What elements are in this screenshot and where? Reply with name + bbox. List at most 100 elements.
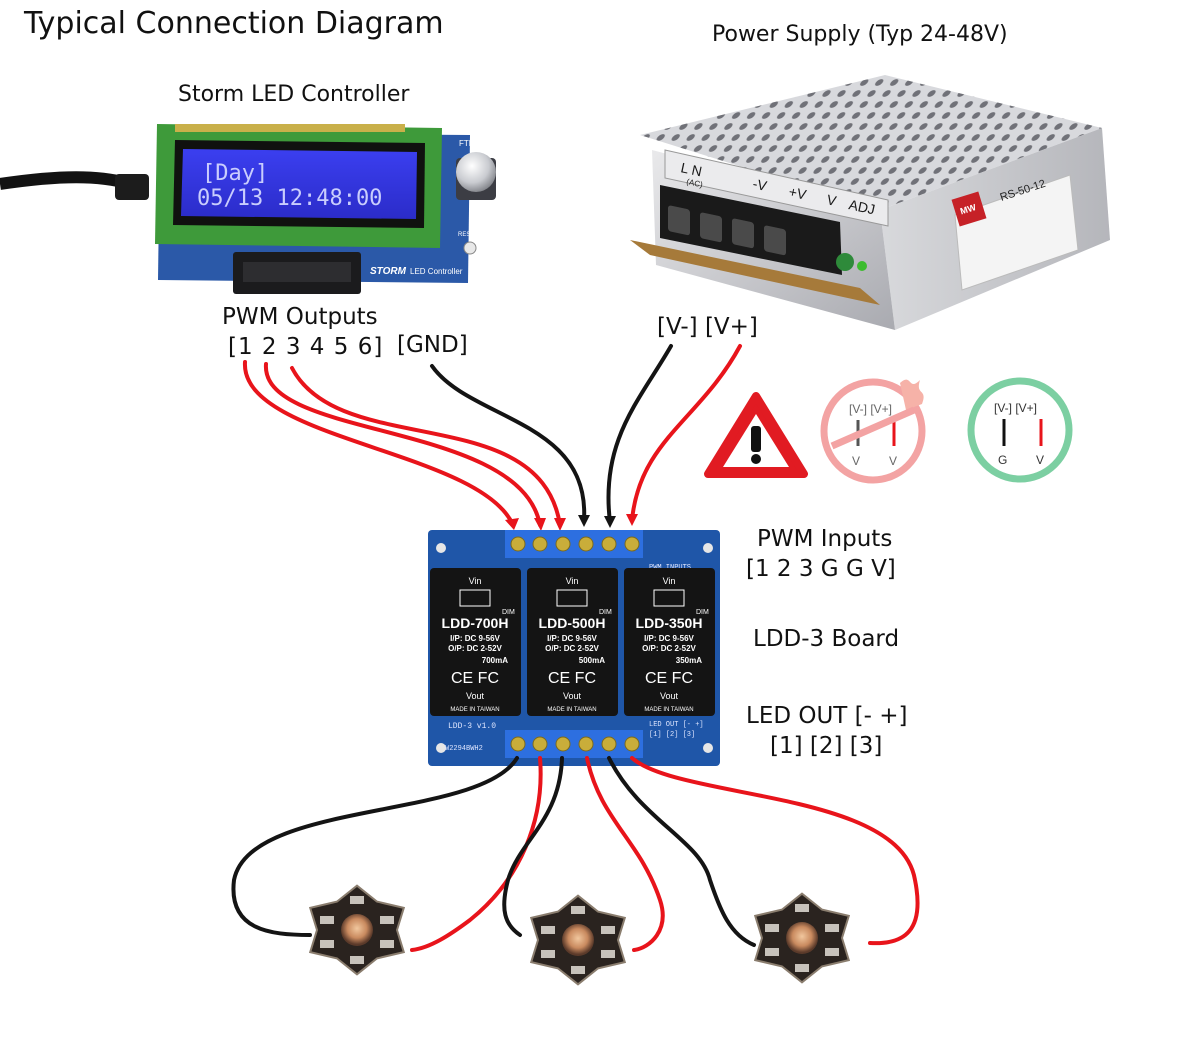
arrow-pwm-3 [554, 518, 566, 531]
led-star-3 [753, 892, 851, 984]
storm-led-controller: [Day] 05/13 12:48:00 FTDI RESET STORM LE… [0, 124, 496, 294]
ce-fc-mark-icon: CE FC [548, 670, 596, 687]
driver-model: LDD-700H [442, 615, 509, 631]
pcb-serial: W2294BWH2 [445, 745, 483, 753]
pcb-led-nums: [1] [2] [3] [649, 731, 695, 739]
wrong-bottom-right: V [889, 454, 897, 468]
led-stars [308, 884, 851, 986]
wire-led3-pos [630, 756, 920, 946]
driver-made-label: MADE IN TAIWAN [450, 707, 499, 713]
driver-vin-label: Vin [566, 576, 579, 586]
dc-power-cable [0, 171, 132, 190]
driver-current: 500mA [579, 656, 605, 665]
arrow-psu-neg [604, 516, 616, 528]
wrong-wiring-sign: [V-] [V+] V V [820, 378, 926, 484]
pwm-outputs-label: PWM Outputs [222, 304, 378, 330]
ftdi-label: FTDI [459, 139, 477, 148]
storm-brand: STORM [370, 266, 407, 277]
psu-brand: MW [959, 202, 978, 216]
dc-plug [115, 174, 149, 200]
driver-output-spec: O/P: DC 2-52V [545, 644, 599, 653]
driver-vin-label: Vin [469, 576, 482, 586]
wire-led1-neg [231, 756, 519, 937]
power-supply-unit: MW RS-50-12 L N (AC) -V +V V ADJ [630, 75, 1110, 330]
lcd-line-2: 05/13 12:48:00 [197, 186, 382, 211]
wire-led3-neg [607, 756, 756, 947]
meanwell-logo-icon [459, 589, 491, 607]
led-out-numbers: [1] [2] [3] [770, 733, 883, 759]
ce-fc-mark-icon: CE FC [645, 670, 693, 687]
reset-label: RESET [458, 232, 478, 238]
arrow-pwm-2 [534, 518, 546, 531]
driver-vout-label: Vout [660, 691, 679, 701]
pcb-version: LDD-3 v1.0 [448, 722, 496, 731]
board-name-label: LDD-3 Board [753, 626, 900, 652]
correct-wiring-sign: [V-] [V+] G V [967, 377, 1073, 483]
prohibited-slash [830, 406, 916, 450]
psu-terminal-texts: L N (AC) -V +V V ADJ [679, 159, 876, 217]
pwm-inputs-numbers: [1 2 3 G G V] [746, 556, 896, 582]
psu-terminal-adj: ADJ [847, 196, 876, 217]
wire-led2-pos [585, 756, 665, 952]
controller-title: Storm LED Controller [178, 82, 410, 107]
lcd-screen [181, 149, 417, 219]
encoder-knob [456, 152, 496, 192]
psu-terminal-pos: +V [787, 183, 808, 202]
lcd-line-1: [Day] [202, 161, 268, 186]
led-star-1 [308, 884, 406, 976]
driver-current: 350mA [676, 656, 702, 665]
ce-fc-mark-icon: CE FC [451, 670, 499, 687]
driver-model: LDD-350H [636, 615, 703, 631]
driver-current: 700mA [482, 656, 508, 665]
pwm-input-terminal [505, 530, 643, 558]
pcb-led-label: LED OUT [- +] [649, 721, 704, 729]
meanwell-logo-icon [653, 589, 685, 607]
wrong-bottom-left: V [852, 454, 860, 468]
arrow-gnd [578, 515, 590, 527]
wire-led1-pos [410, 756, 543, 952]
right-top-label: [V-] [V+] [994, 401, 1037, 415]
psu-terminal-label [664, 149, 889, 227]
driver-input-spec: I/P: DC 9-56V [450, 634, 500, 643]
driver-output-spec: O/P: DC 2-52V [448, 644, 502, 653]
driver-dim-label: DIM [502, 609, 515, 616]
psu-terminal-ac: (AC) [686, 177, 704, 189]
driver-output-spec: O/P: DC 2-52V [642, 644, 696, 653]
arrow-psu-pos [626, 514, 638, 526]
led-star-2 [529, 894, 627, 986]
meanwell-logo [951, 191, 987, 227]
arrow-pwm-1 [505, 518, 519, 530]
power-supply-title: Power Supply (Typ 24-48V) [712, 22, 1008, 47]
page-title: Typical Connection Diagram [24, 6, 444, 41]
output-wires [231, 756, 920, 952]
driver-vout-label: Vout [466, 691, 485, 701]
fire-icon [900, 379, 924, 410]
driver-vout-label: Vout [563, 691, 582, 701]
reset-button [463, 241, 477, 255]
ldd3-board: PWM INPUTS LDD-3 v1.0 W2294BWH2 LED OUT … [428, 530, 720, 766]
led-out-label: LED OUT [- +] [746, 703, 908, 729]
psu-pcb-edge [630, 240, 880, 305]
psu-terminal-v: V [825, 191, 838, 209]
driver-dim-label: DIM [599, 609, 612, 616]
wire-pwm-3 [290, 366, 562, 527]
meanwell-logo-icon [556, 589, 588, 607]
psu-label [954, 174, 1079, 291]
gnd-label: [GND] [397, 332, 468, 358]
wire-psu-pos [630, 344, 742, 522]
warning-triangle [704, 392, 808, 478]
driver-model: LDD-500H [539, 615, 606, 631]
led-output-terminal [505, 730, 643, 758]
header-pins [175, 124, 405, 132]
psu-output-label: [V-] [V+] [657, 314, 758, 340]
wire-led2-neg [502, 756, 564, 937]
driver-input-spec: I/P: DC 9-56V [547, 634, 597, 643]
psu-terminal-ln: L N [679, 159, 703, 179]
psu-led-green [836, 253, 854, 271]
driver-made-label: MADE IN TAIWAN [547, 707, 596, 713]
